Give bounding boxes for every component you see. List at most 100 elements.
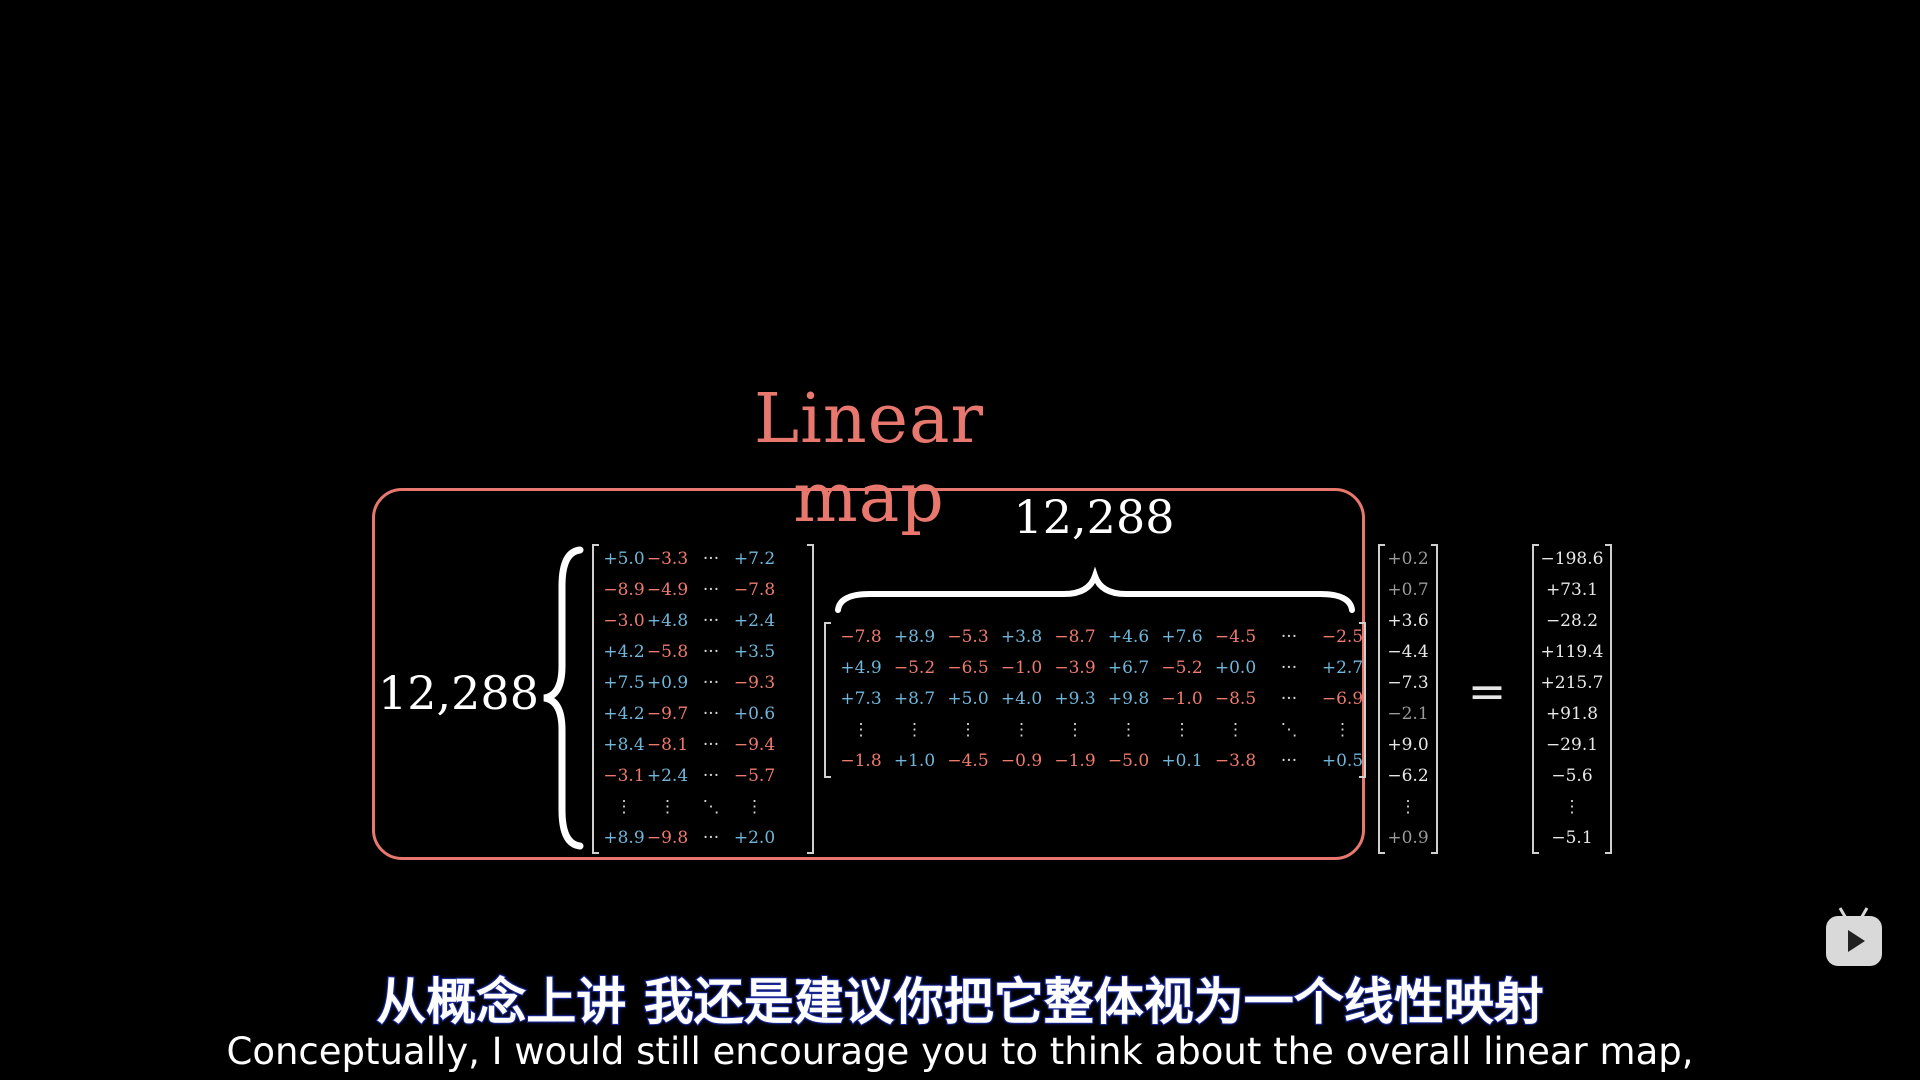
matrix-cell: +0.9 xyxy=(646,673,689,693)
matrix-row: −8.9−4.9···−7.8 xyxy=(592,575,814,606)
matrix-cell: −2.5 xyxy=(1321,627,1364,647)
matrix-cell: −4.5 xyxy=(947,751,989,771)
matrix-cell: ··· xyxy=(702,704,720,724)
matrix-cell: −9.4 xyxy=(733,735,776,755)
matrix-cell: −8.5 xyxy=(1214,689,1257,709)
left-bracket xyxy=(1532,544,1539,854)
matrix-cell: ··· xyxy=(1280,658,1298,678)
matrix-row: +5.0−3.3···+7.2 xyxy=(592,544,814,575)
matrix-cell: ··· xyxy=(702,549,720,569)
matrix-cell: ··· xyxy=(702,580,720,600)
matrix-cell: +215.7 xyxy=(1540,673,1604,693)
right-bracket xyxy=(807,544,814,854)
matrix-cell: −5.3 xyxy=(947,627,989,647)
matrix-cell: +2.4 xyxy=(646,766,689,786)
matrix-row: +215.7 xyxy=(1532,668,1612,699)
matrix-cell: −5.8 xyxy=(646,642,689,662)
matrix-row: +0.9 xyxy=(1378,823,1438,854)
matrix-cell: ··· xyxy=(702,611,720,631)
matrix-cell: ··· xyxy=(702,642,720,662)
matrix-row: −4.4 xyxy=(1378,637,1438,668)
matrix-cell: −5.7 xyxy=(733,766,776,786)
matrix-cell: +8.9 xyxy=(893,627,936,647)
matrix-cell: ⋮ xyxy=(1013,720,1030,740)
subtitle-english: Conceptually, I would still encourage yo… xyxy=(226,1030,1694,1073)
matrix-cell: ··· xyxy=(702,735,720,755)
output-vector: −198.6+73.1−28.2+119.4+215.7+91.8−29.1−5… xyxy=(1532,544,1612,854)
matrix-cell: +4.9 xyxy=(840,658,882,678)
matrix-row: +7.3+8.7+5.0+4.0+9.3+9.8−1.0−8.5···−6.9 xyxy=(824,684,1366,715)
matrix-cell: +8.4 xyxy=(603,735,645,755)
matrix-cell: +7.2 xyxy=(733,549,776,569)
matrix-cell: +7.6 xyxy=(1161,627,1203,647)
left-bracket xyxy=(592,544,599,854)
matrix-cell: +73.1 xyxy=(1545,580,1599,600)
matrix-cell: +0.5 xyxy=(1321,751,1364,771)
matrix-cell: −0.9 xyxy=(1000,751,1043,771)
matrix-cell: +6.7 xyxy=(1107,658,1150,678)
matrix-cell: +9.0 xyxy=(1387,735,1429,755)
matrix-cell: −9.3 xyxy=(733,673,776,693)
matrix-row: +91.8 xyxy=(1532,699,1612,730)
matrix-cell: +2.7 xyxy=(1321,658,1364,678)
matrix-cell: ⋮ xyxy=(1563,797,1581,817)
matrix-row: ⋮ xyxy=(1532,792,1612,823)
matrix-cell: +4.6 xyxy=(1107,627,1150,647)
matrix-row: −1.8+1.0−4.5−0.9−1.9−5.0+0.1−3.8···+0.5 xyxy=(824,746,1366,777)
matrix-cell: +5.0 xyxy=(947,689,989,709)
matrix-row: −5.1 xyxy=(1532,823,1612,854)
matrix-cell: ⋮ xyxy=(1173,720,1191,740)
matrix-cell: ⋮ xyxy=(615,797,633,817)
matrix-cell: ⋮ xyxy=(1334,720,1351,740)
matrix-cell: +0.9 xyxy=(1387,828,1429,848)
matrix-cell: ⋮ xyxy=(1399,797,1417,817)
matrix-cell: −7.8 xyxy=(840,627,882,647)
matrix-cell: −8.9 xyxy=(603,580,645,600)
right-bracket xyxy=(1431,544,1438,854)
matrix-cell: −4.5 xyxy=(1214,627,1257,647)
matrix-cell: ⋮ xyxy=(1066,720,1084,740)
matrix-cell: −5.1 xyxy=(1551,828,1593,848)
matrix-row: ⋮ xyxy=(1378,792,1438,823)
matrix-cell: −3.0 xyxy=(603,611,645,631)
matrix-cell: +4.2 xyxy=(603,642,645,662)
matrix-row: ⋮⋮⋮⋮⋮⋮⋮⋮⋱⋮ xyxy=(824,715,1366,746)
matrix-cell: ⋱ xyxy=(702,797,720,817)
matrix-cell: +2.4 xyxy=(733,611,776,631)
matrix-row: +7.5+0.9···−9.3 xyxy=(592,668,814,699)
weight-matrix-wide: −7.8+8.9−5.3+3.8−8.7+4.6+7.6−4.5···−2.5+… xyxy=(824,622,1366,778)
matrix-row: −28.2 xyxy=(1532,606,1612,637)
matrix-cell: −2.1 xyxy=(1387,704,1429,724)
equals-sign: = xyxy=(1467,664,1507,718)
matrix-cell: −3.3 xyxy=(646,549,689,569)
matrix-cell: +91.8 xyxy=(1545,704,1599,724)
matrix-row: +9.0 xyxy=(1378,730,1438,761)
matrix-cell: ⋱ xyxy=(1280,720,1298,740)
matrix-cell: +0.6 xyxy=(733,704,776,724)
left-bracket xyxy=(1378,544,1385,854)
matrix-cell: −1.0 xyxy=(1161,689,1203,709)
matrix-cell: ··· xyxy=(702,766,720,786)
matrix-cell: ⋮ xyxy=(1227,720,1244,740)
matrix-cell: −6.5 xyxy=(947,658,989,678)
matrix-row: +8.4−8.1···−9.4 xyxy=(592,730,814,761)
matrix-cell: +1.0 xyxy=(893,751,936,771)
top-curly-brace xyxy=(835,566,1355,613)
matrix-cell: ⋮ xyxy=(746,797,763,817)
matrix-cell: +7.5 xyxy=(603,673,645,693)
matrix-row: +0.7 xyxy=(1378,575,1438,606)
matrix-cell: −7.3 xyxy=(1387,673,1429,693)
matrix-cell: −29.1 xyxy=(1545,735,1599,755)
row-dimension-label: 12,288 xyxy=(378,666,539,720)
matrix-cell: −3.8 xyxy=(1214,751,1257,771)
matrix-row: −5.6 xyxy=(1532,761,1612,792)
matrix-row: −3.0+4.8···+2.4 xyxy=(592,606,814,637)
matrix-cell: +0.0 xyxy=(1214,658,1257,678)
matrix-cell: ··· xyxy=(1280,689,1298,709)
matrix-cell: +8.7 xyxy=(893,689,936,709)
matrix-cell: +0.2 xyxy=(1387,549,1429,569)
matrix-cell: ⋮ xyxy=(852,720,870,740)
matrix-cell: +7.3 xyxy=(840,689,882,709)
matrix-cell: ⋮ xyxy=(959,720,977,740)
matrix-cell: +0.1 xyxy=(1161,751,1203,771)
